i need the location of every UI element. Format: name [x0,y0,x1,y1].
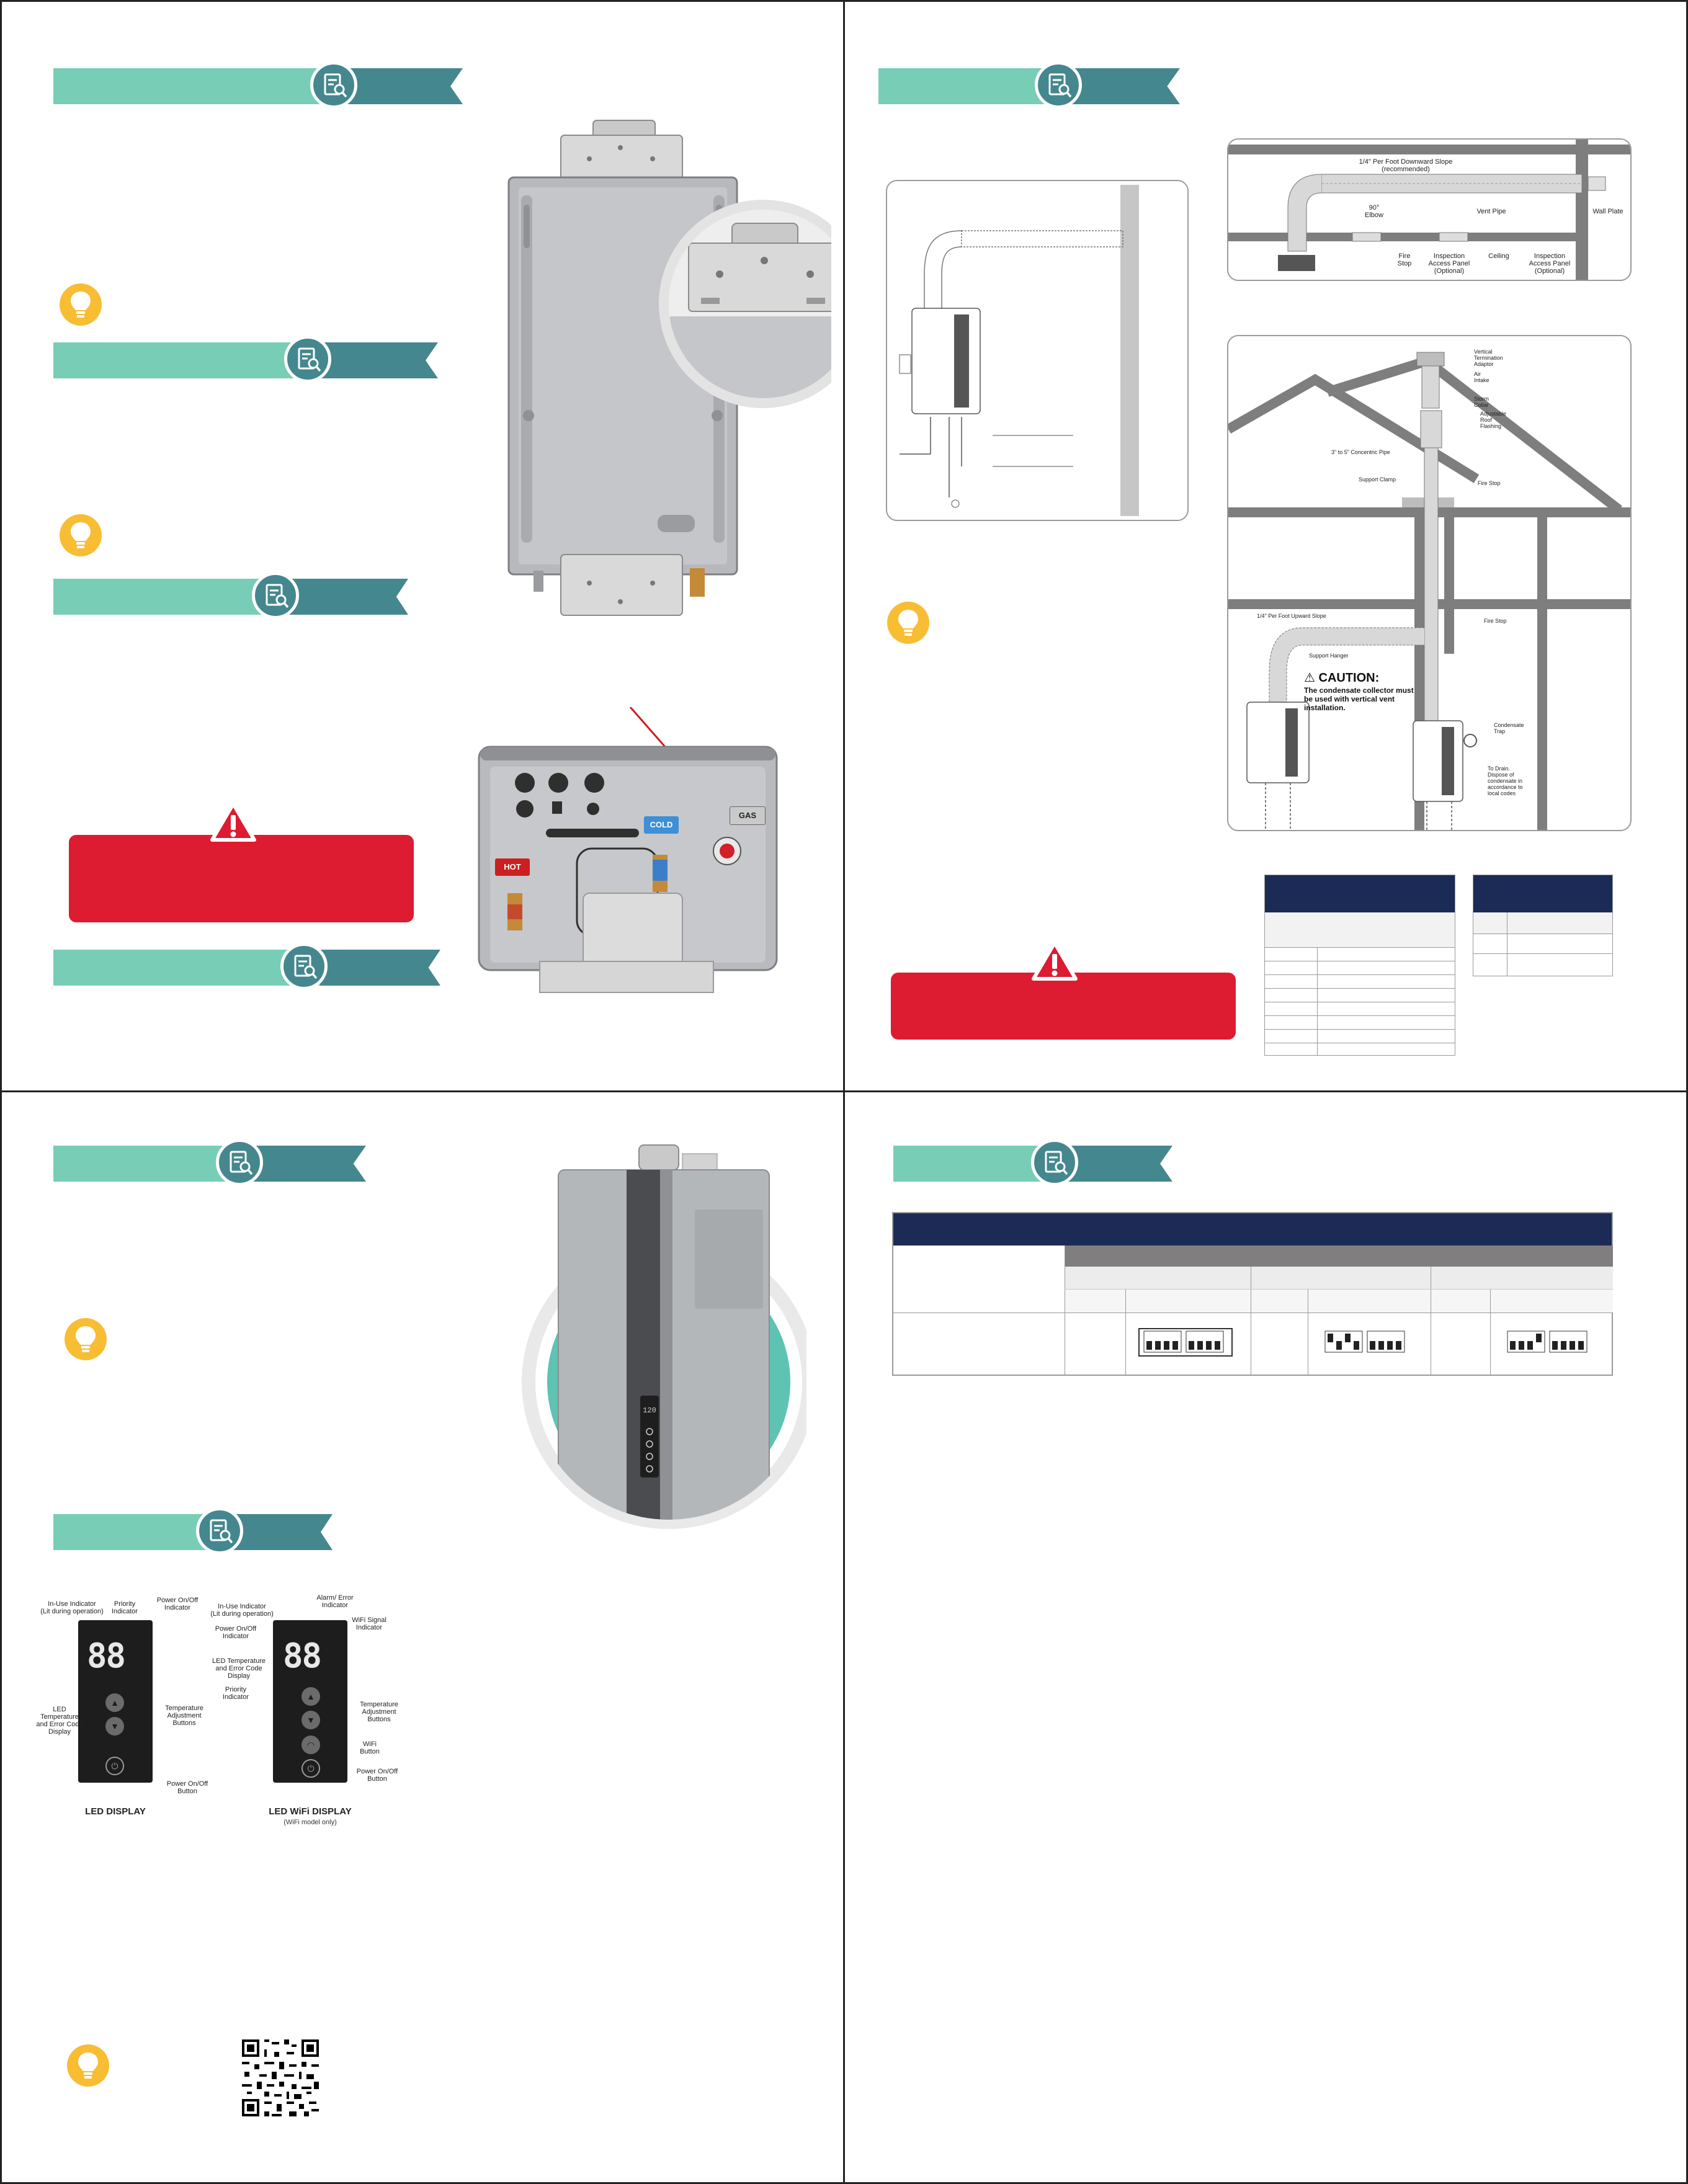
label-led-temp-display: LED Temperature and Error Code Display [36,1706,83,1736]
document-search-icon [1031,1139,1078,1186]
vertical-vent-diagram-panel: Vertical Termination Adaptor Air Intake … [1227,335,1632,831]
front-display-digits: 120 [643,1406,656,1415]
label-wifi-signal: WiFi Signal Indicator [352,1616,386,1631]
label-wifi-priority: Priority Indicator [222,1686,249,1701]
lightbulb-icon [887,602,929,644]
label-air-intake: Air Intake [1474,371,1489,383]
section-banner-3 [53,572,408,619]
warning-triangle-icon [210,802,256,842]
horizontal-vent-diagram [1228,140,1630,280]
label-upward-slope: 1/4" Per Foot Upward Slope [1257,613,1326,619]
wifi-display-title: LED WiFi DISPLAY [269,1806,352,1817]
cold-connection-label: COLD [644,816,679,834]
caution-heading: ⚠ CAUTION: [1304,671,1380,685]
section-banner-1 [53,61,463,109]
label-fire-stop-1: Fire Stop [1478,480,1501,486]
label-wifi-button: WiFi Button [360,1741,380,1755]
label-vent-pipe: Vent Pipe [1476,208,1506,215]
label-inspection-panel-2: Inspection Access Panel (Optional) [1529,252,1571,275]
wifi-temp-down-button[interactable]: ▼ [301,1711,320,1729]
panel-divider-vertical [843,0,845,2184]
label-roof-flashing: Adjustable Roof Flashing [1480,411,1507,429]
dip-switch-table [892,1212,1613,1376]
warning-box-1 [69,835,414,922]
lightbulb-icon [60,514,102,556]
temp-down-button[interactable]: ▼ [105,1717,124,1736]
lightbulb-icon [65,1318,107,1360]
wifi-power-button[interactable]: ⏻ [301,1759,320,1778]
label-priority-indicator: Priority Indicator [111,1600,138,1615]
section-banner-8 [893,1139,1172,1186]
label-power-indicator: Power On/Off Indicator [156,1597,199,1611]
label-vertical-termination: Vertical Termination Adaptor [1474,349,1503,367]
section-banner-6 [53,1139,366,1186]
document-search-icon [216,1139,263,1186]
dip-switch-diagrams [1138,1328,1588,1357]
document-search-icon [1035,61,1082,109]
label-condensate-trap: Condensate Trap [1494,722,1524,734]
label-90-elbow: 90° Elbow [1365,204,1383,219]
label-wifi-temp-buttons: Temperature Adjustment Buttons [360,1701,398,1723]
section-banner-2 [53,336,438,383]
vent-install-diagram [899,185,1139,516]
section-banner-7 [53,1507,333,1554]
document-search-icon [252,572,299,619]
label-support-clamp: Support Clamp [1359,476,1396,483]
spec-table-2 [1473,875,1613,976]
label-alarm-indicator: Alarm/ Error Indicator [316,1594,354,1609]
lightbulb-icon [67,2044,109,2087]
led-digits: 88 [87,1636,126,1675]
label-support-hanger: Support Hanger [1309,653,1349,659]
wifi-temp-up-button[interactable]: ▲ [301,1687,320,1706]
power-button[interactable]: ⏻ [105,1757,124,1775]
warning-box-2 [891,973,1236,1040]
document-search-icon [196,1507,243,1554]
section-banner-5 [878,61,1180,109]
document-search-icon [284,336,331,383]
document-search-icon [310,61,357,109]
label-temp-buttons: Temperature Adjustment Buttons [165,1705,203,1727]
label-wall-plate: Wall Plate [1592,208,1623,215]
caution-text: The condensate collector must be used wi… [1304,686,1414,712]
label-ceiling: Ceiling [1488,252,1509,260]
label-concentric-pipe: 3" to 5" Concentric Pipe [1331,449,1390,455]
label-downward-slope: 1/4" Per Foot Downward Slope (recommende… [1359,158,1453,173]
label-inspection-panel-1: Inspection Access Panel (Optional) [1428,252,1470,275]
label-fire-stop: Fire Stop [1397,252,1412,267]
lightbulb-icon [60,283,102,326]
section-banner-4 [53,943,440,990]
temp-up-button[interactable]: ▲ [105,1693,124,1712]
hot-connection-label: HOT [495,858,530,876]
led-display-title: LED DISPLAY [85,1806,146,1817]
wifi-led-digits: 88 [283,1636,322,1675]
warning-triangle-icon [1032,941,1078,981]
wifi-button[interactable]: ◠ [301,1736,320,1754]
label-in-use-indicator: In-Use Indicator (Lit during operation) [40,1600,104,1615]
label-wifi-power-indicator: Power On/Off Indicator [215,1625,257,1640]
water-heater-back-illustration [507,120,831,616]
water-heater-front-illustration: 120 [522,1144,806,1529]
label-wifi-in-use: In-Use Indicator (Lit during operation) [210,1603,274,1618]
label-wifi-power-button: Power On/Off Button [356,1768,398,1783]
led-display-diagram: 88 ▲ ▼ ⏻ In-Use Indicator (Lit during op… [35,1594,221,1824]
spec-table-1 [1264,875,1455,1056]
label-storm-collar: Storm Collar [1474,396,1489,408]
qr-code [239,2037,321,2119]
label-to-drain: To Drain. Dispose of condensate in accor… [1488,765,1523,796]
document-search-icon [280,943,328,990]
led-wifi-display-diagram: 88 ▲ ▼ ◠ ⏻ Alarm/ Error Indicator In-Use… [205,1594,403,1836]
label-fire-stop-2: Fire Stop [1484,618,1507,624]
water-heater-connections-illustration [478,707,778,993]
label-power-button: Power On/Off Button [166,1780,208,1795]
vertical-vent-diagram [1228,352,1630,830]
wifi-display-subtitle: (WiFi model only) [284,1819,337,1826]
horizontal-vent-diagram-panel: 1/4" Per Foot Downward Slope (recommende… [1227,138,1632,281]
gas-connection-label: GAS [730,806,766,825]
label-wifi-led-temp: LED Temperature and Error Code Display [212,1657,266,1680]
vent-install-diagram-panel [886,180,1189,521]
